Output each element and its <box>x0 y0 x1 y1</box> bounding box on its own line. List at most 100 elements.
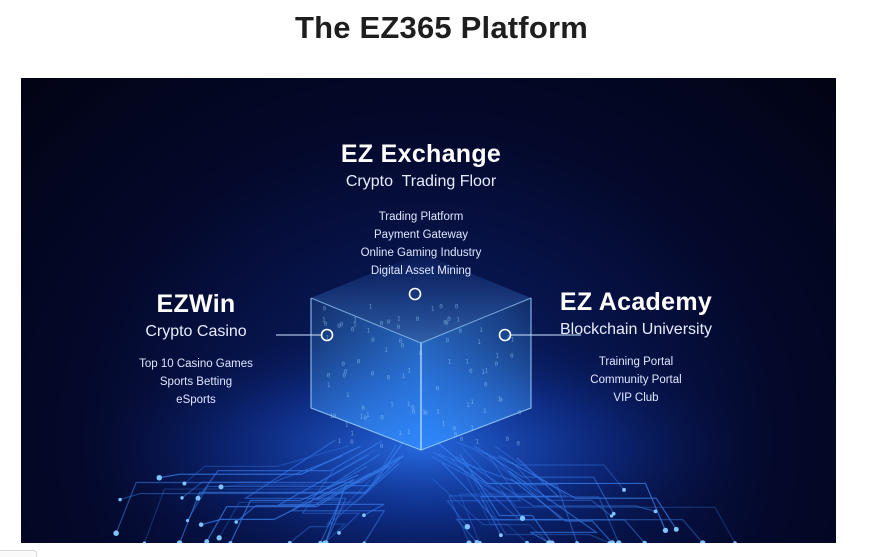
ezwin-title: EZWin <box>156 290 236 318</box>
svg-text:1: 1 <box>384 347 388 354</box>
ezwin-block: EZWin Crypto Casino Top 10 Casino Games … <box>101 290 291 409</box>
svg-text:1: 1 <box>407 368 411 375</box>
svg-text:1: 1 <box>390 402 394 409</box>
exchange-title: EZ Exchange <box>340 140 502 168</box>
ezwin-feature-list: Top 10 Casino Games Sports Betting eSpor… <box>101 355 291 409</box>
svg-text:0: 0 <box>436 386 440 393</box>
svg-text:0: 0 <box>443 320 447 327</box>
svg-text:1: 1 <box>367 328 371 335</box>
svg-text:0: 0 <box>380 320 384 327</box>
svg-text:0: 0 <box>342 373 346 380</box>
list-item: Community Portal <box>590 374 682 386</box>
svg-text:0: 0 <box>341 361 345 368</box>
svg-text:0: 0 <box>495 361 499 368</box>
ez-exchange-block: EZ Exchange Crypto Trading Floor Trading… <box>271 140 571 280</box>
svg-text:0: 0 <box>411 405 415 412</box>
svg-text:0: 0 <box>499 397 503 404</box>
svg-text:1: 1 <box>326 335 330 342</box>
svg-text:1: 1 <box>366 412 370 419</box>
svg-text:1: 1 <box>475 439 479 446</box>
svg-text:0: 0 <box>469 368 473 375</box>
list-item: Trading Platform <box>378 211 464 223</box>
svg-text:0: 0 <box>371 371 375 378</box>
svg-text:1: 1 <box>495 353 499 360</box>
svg-text:1: 1 <box>338 438 342 445</box>
list-item: Digital Asset Mining <box>370 265 472 277</box>
svg-text:0: 0 <box>364 415 368 422</box>
svg-text:1: 1 <box>322 316 326 323</box>
svg-text:0: 0 <box>516 441 520 448</box>
list-item: eSports <box>176 394 216 406</box>
svg-text:1: 1 <box>477 339 481 346</box>
svg-text:0: 0 <box>446 338 450 345</box>
academy-connector-node <box>498 328 512 342</box>
svg-text:0: 0 <box>324 321 328 328</box>
svg-text:1: 1 <box>483 408 487 415</box>
svg-text:0: 0 <box>506 436 510 443</box>
academy-title: EZ Academy <box>559 288 713 316</box>
svg-text:0: 0 <box>484 382 488 389</box>
svg-text:0: 0 <box>445 320 449 327</box>
svg-text:0: 0 <box>397 324 401 331</box>
svg-text:1: 1 <box>466 402 470 409</box>
svg-text:0: 0 <box>455 303 459 310</box>
svg-text:1: 1 <box>345 421 349 428</box>
svg-text:0: 0 <box>439 304 443 311</box>
list-item: VIP Club <box>613 392 659 404</box>
svg-text:0: 0 <box>371 337 375 344</box>
svg-text:0: 0 <box>380 443 384 450</box>
svg-text:0: 0 <box>337 323 341 330</box>
ezwin-subtitle: Crypto Casino <box>145 323 247 340</box>
svg-text:0: 0 <box>510 353 514 360</box>
svg-text:0: 0 <box>419 351 423 358</box>
list-item: Training Portal <box>598 356 674 368</box>
svg-text:0: 0 <box>458 328 462 335</box>
svg-text:1: 1 <box>479 327 483 334</box>
svg-text:1: 1 <box>436 408 440 415</box>
svg-text:1: 1 <box>360 413 364 420</box>
exchange-subtitle: Crypto Trading Floor <box>345 173 497 190</box>
svg-text:1: 1 <box>484 367 488 374</box>
svg-text:1: 1 <box>398 430 402 437</box>
svg-text:1: 1 <box>407 401 411 408</box>
academy-feature-list: Training Portal Community Portal VIP Clu… <box>521 353 751 407</box>
svg-text:1: 1 <box>353 322 357 329</box>
exchange-feature-list: Trading Platform Payment Gateway Online … <box>271 208 571 280</box>
svg-text:1: 1 <box>498 396 502 403</box>
svg-text:0: 0 <box>454 432 458 439</box>
svg-text:0: 0 <box>333 413 337 420</box>
svg-text:1: 1 <box>422 409 426 416</box>
svg-text:0: 0 <box>387 319 391 326</box>
academy-subtitle: Blockchain University <box>559 321 713 338</box>
svg-text:1: 1 <box>481 369 485 376</box>
svg-text:1: 1 <box>442 421 446 428</box>
ezwin-connector-node <box>320 328 334 342</box>
svg-text:1: 1 <box>511 337 515 344</box>
exchange-connector-node <box>408 287 422 301</box>
svg-text:1: 1 <box>327 382 331 389</box>
svg-text:0: 0 <box>327 373 331 380</box>
svg-text:1: 1 <box>346 392 350 399</box>
page-title: The EZ365 Platform <box>294 10 588 45</box>
svg-text:0: 0 <box>350 439 354 446</box>
svg-text:1: 1 <box>369 304 373 311</box>
list-item: Sports Betting <box>159 376 233 388</box>
svg-text:0: 0 <box>399 338 403 345</box>
svg-text:1: 1 <box>402 373 406 380</box>
svg-text:0: 0 <box>344 369 348 376</box>
svg-text:1: 1 <box>397 316 401 323</box>
svg-text:1: 1 <box>353 316 357 323</box>
svg-text:0: 0 <box>351 326 355 333</box>
svg-text:0: 0 <box>323 306 327 313</box>
svg-text:1: 1 <box>431 305 435 312</box>
list-item: Online Gaming Industry <box>360 247 482 259</box>
svg-text:0: 0 <box>380 415 384 422</box>
svg-text:1: 1 <box>330 413 334 420</box>
svg-text:1: 1 <box>456 316 460 323</box>
list-item: Top 10 Casino Games <box>139 358 253 370</box>
svg-text:0: 0 <box>412 409 416 416</box>
scroll-handle[interactable] <box>0 550 37 557</box>
svg-text:0: 0 <box>518 409 522 416</box>
